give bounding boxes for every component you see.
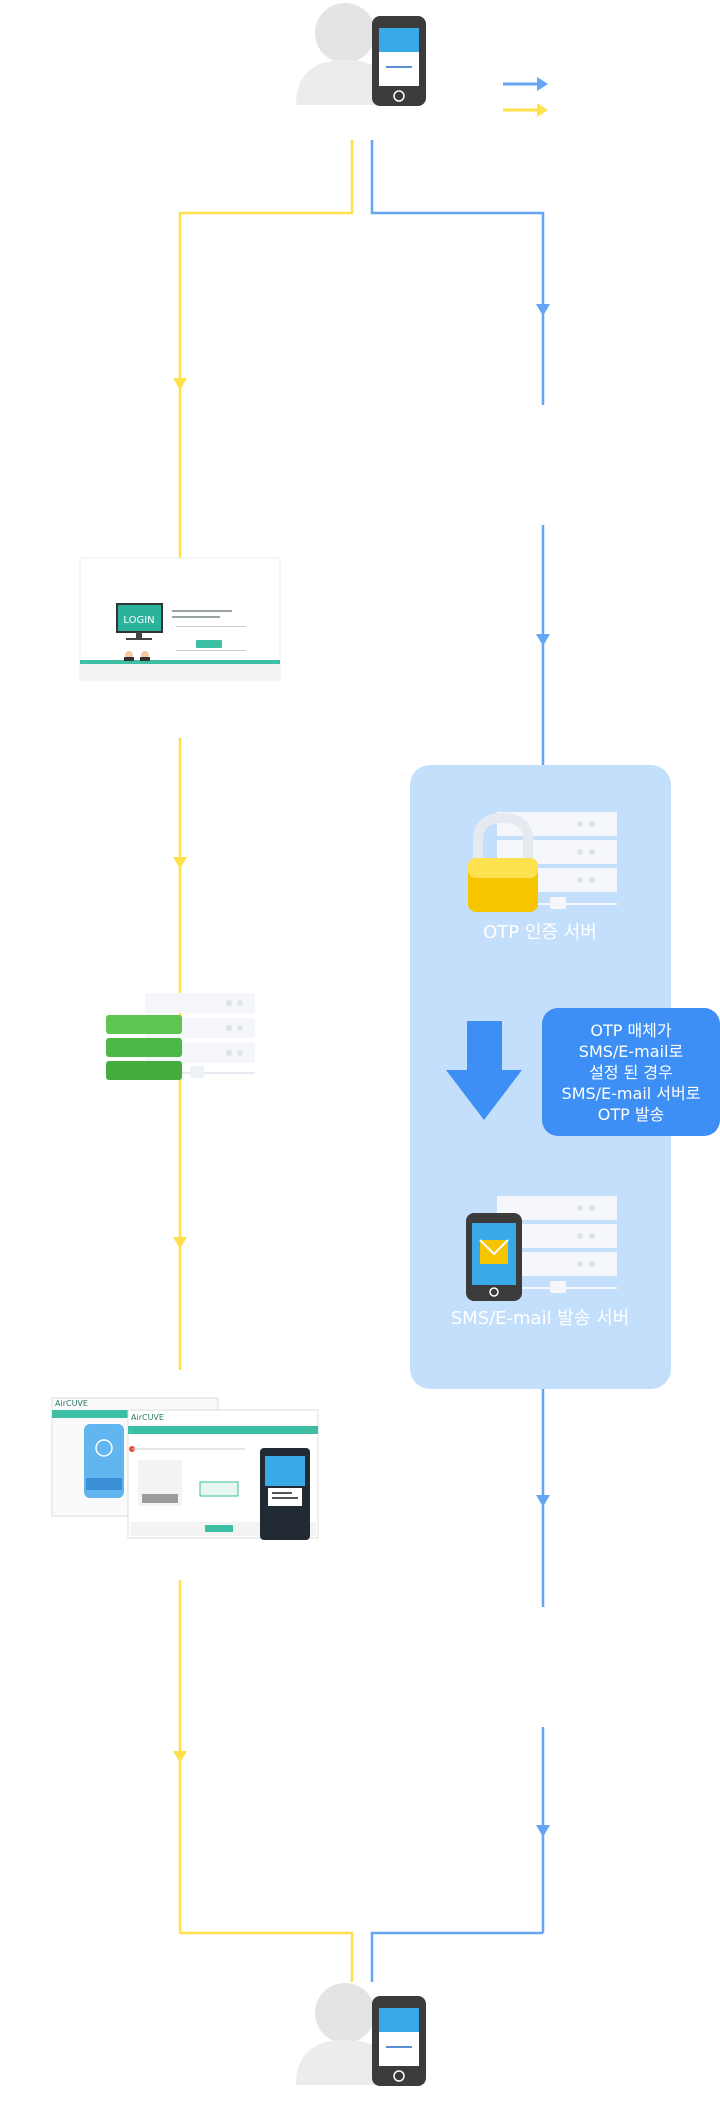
otp-server-label: OTP 인증 서버 [483,922,597,943]
database-server-icon [106,993,255,1080]
portal-brand-front: AirCUVE [131,1413,164,1422]
bottom-user-with-phone-icon [296,1983,426,2086]
otp-sms-note-text: OTP 매체가 SMS/E-mail로 설정 된 경우 SMS/E-mail 서… [561,1020,701,1124]
otp-sms-note-box: OTP 매체가 SMS/E-mail로 설정 된 경우 SMS/E-mail 서… [542,1008,720,1136]
big-down-arrow [446,1021,522,1120]
legend [503,77,548,117]
phone-mail-server-icon [466,1196,617,1301]
sms-server-label: SMS/E-mail 발송 서버 [451,1308,630,1329]
blue-arrowheads [536,304,550,1837]
portal-screenshots: AirCUVE AirCUVE [51,1397,319,1540]
portal-brand-back: AirCUVE [55,1399,88,1408]
yellow-arrowheads [173,378,187,1763]
legend-yellow-arrowhead [537,103,548,117]
legend-blue-arrowhead [537,77,548,91]
login-screen-thumbnail: LOGIN [79,557,281,681]
top-user-with-phone-icon [296,3,426,106]
login-screen-button-text: LOGIN [123,615,154,626]
lock-server-icon [468,812,617,912]
